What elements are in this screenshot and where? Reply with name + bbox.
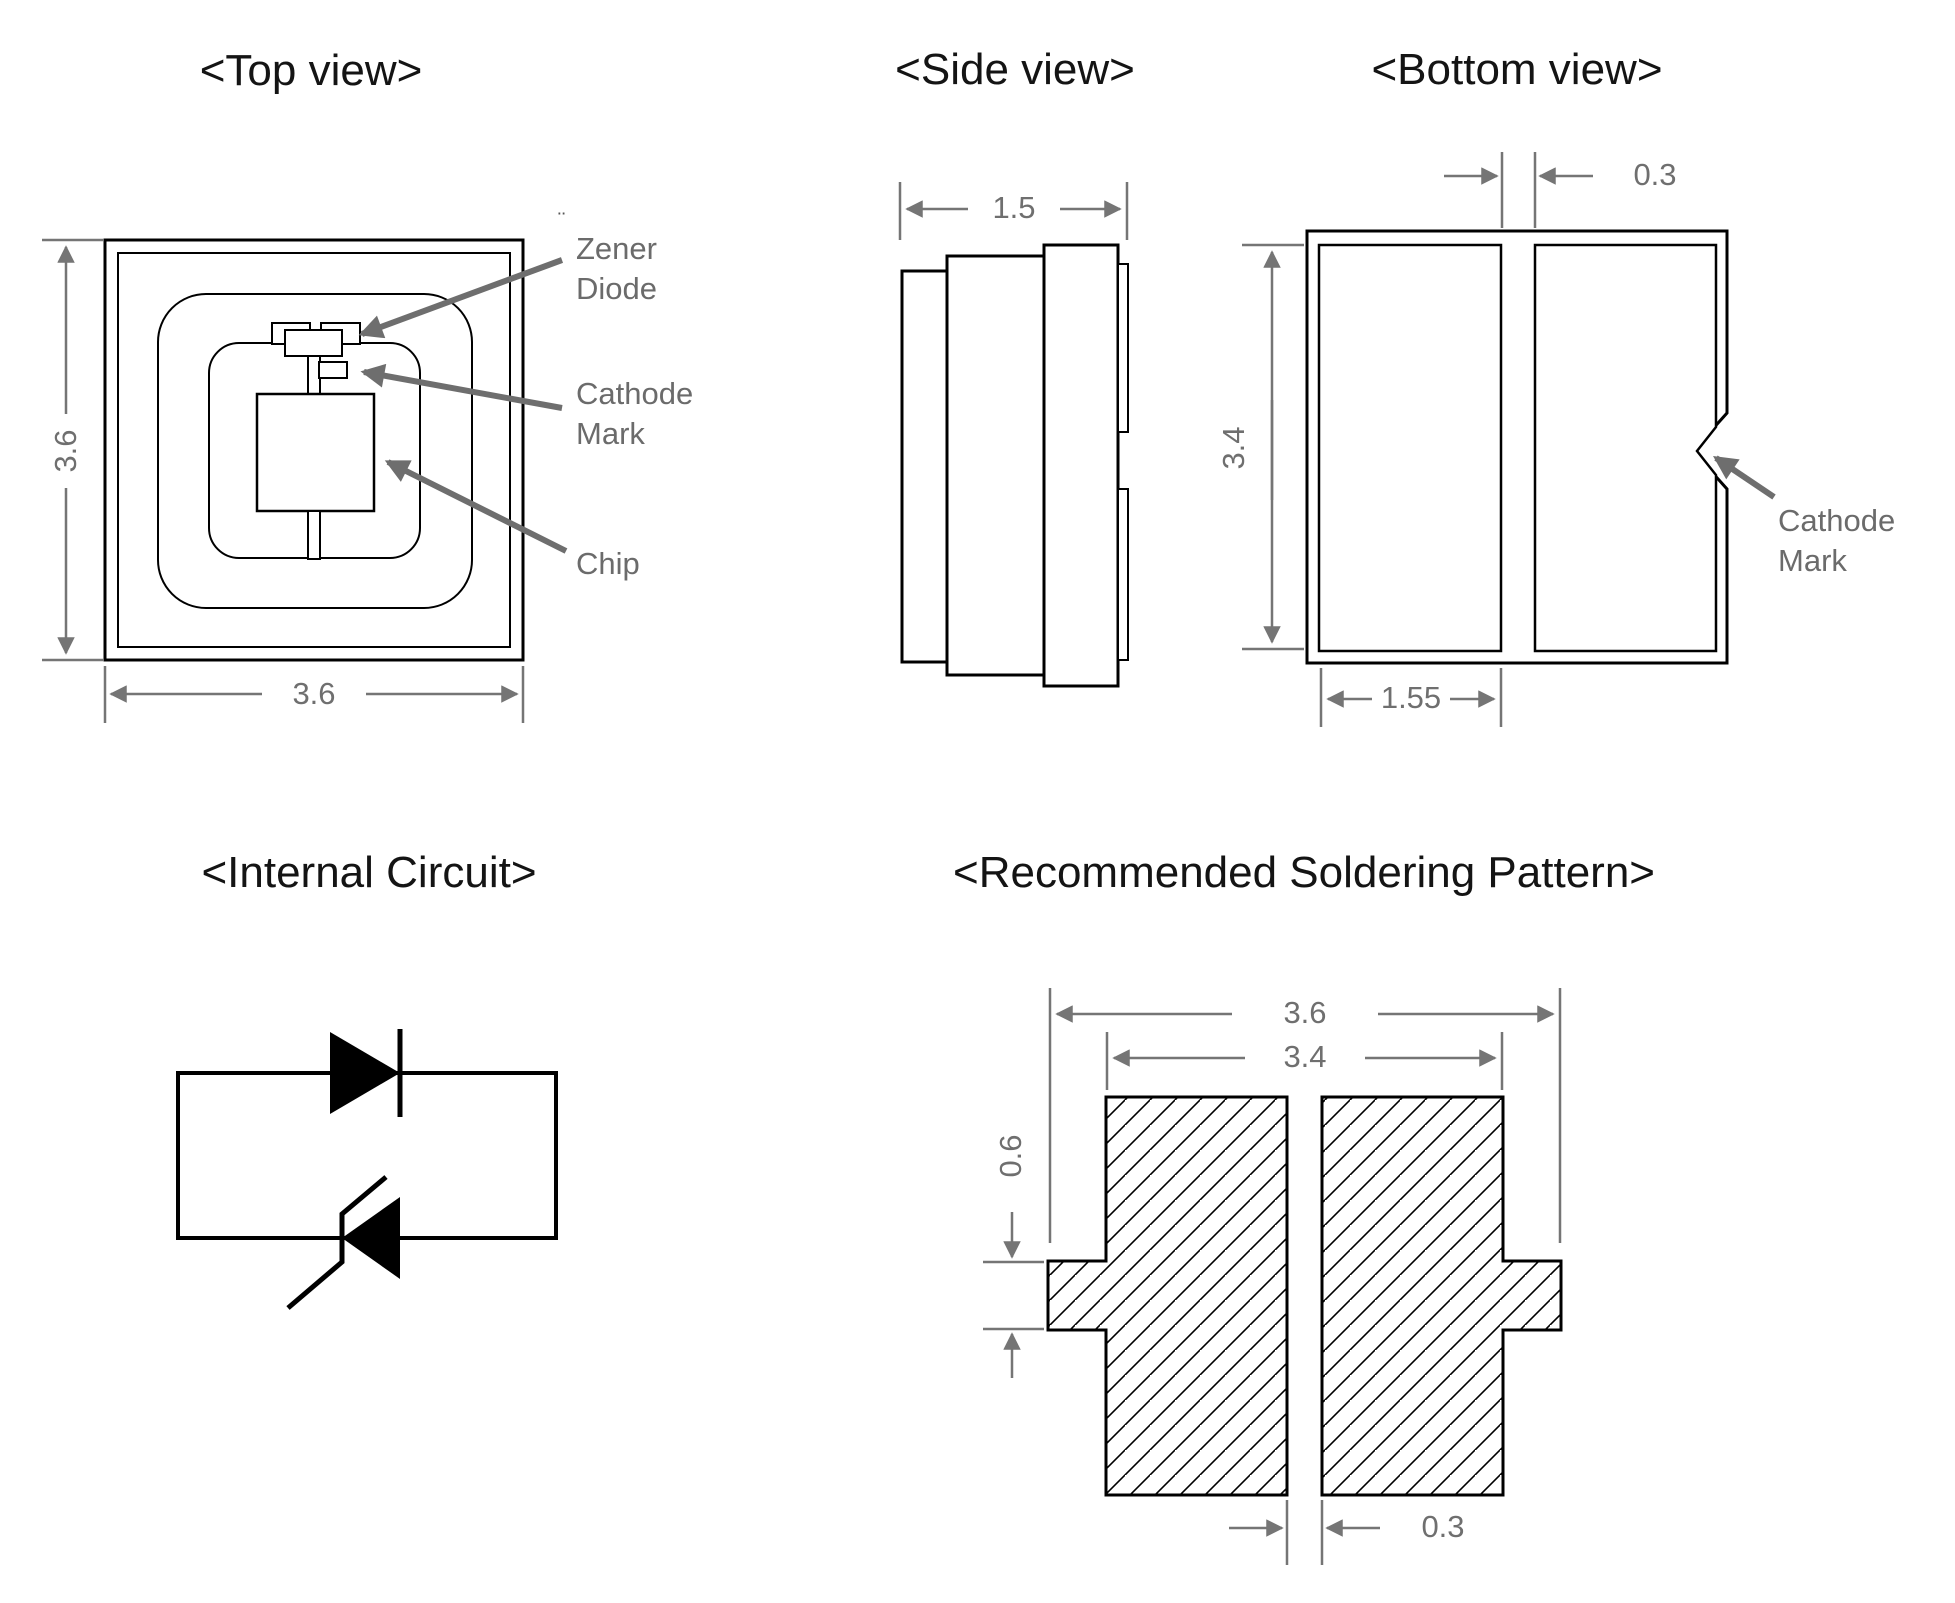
top-view-height-dim: 3.6 — [48, 429, 83, 473]
cathode-label-line2: Mark — [576, 416, 645, 451]
bottom-cathode-callout-arrow — [1713, 455, 1776, 500]
zener-label-line2: Diode — [576, 271, 657, 306]
bottom-view-drawing — [1242, 152, 1776, 727]
solder-pad-right — [1320, 1095, 1563, 1497]
bottom-view-gap-dim: 0.3 — [1633, 157, 1677, 192]
top-view-width-dim: 3.6 — [292, 676, 336, 711]
side-view-width-dim: 1.5 — [992, 190, 1036, 225]
bottom-view-height-dim: 3.4 — [1216, 426, 1251, 470]
chip-label: Chip — [576, 546, 640, 581]
zener-cathode-bar — [286, 1175, 388, 1310]
circuit-loop — [176, 1071, 558, 1240]
bottom-pad-left — [1317, 243, 1503, 653]
zener-callout-arrow — [358, 257, 564, 339]
soldering-pattern-drawing — [983, 988, 1563, 1565]
side-layer-mid — [945, 254, 1046, 677]
bottom-pad-right — [1533, 243, 1718, 653]
top-view-title: <Top view> — [199, 46, 423, 95]
side-pad-top — [1117, 263, 1129, 433]
solder-gap-dim: 0.3 — [1421, 1509, 1465, 1544]
solder-tab-height-dim: 0.6 — [993, 1134, 1028, 1178]
zener-label-line1: Zener — [576, 231, 657, 266]
cathode-callout-arrow — [360, 363, 563, 411]
chip-rect — [255, 392, 376, 513]
zener-diode-symbol — [342, 1197, 400, 1279]
side-view-drawing — [898, 182, 1129, 688]
zener-artifact-mark: ¨ — [558, 208, 566, 233]
solder-inner-width-dim: 3.4 — [1283, 1039, 1327, 1074]
side-pad-bottom — [1117, 488, 1129, 661]
bottom-cathode-label-line1: Cathode — [1778, 503, 1896, 538]
solder-pad-left — [1046, 1095, 1289, 1497]
side-layer-left — [900, 269, 949, 664]
internal-circuit-drawing — [176, 1029, 558, 1310]
stem-lower — [307, 510, 321, 560]
side-layer-right — [1042, 243, 1120, 688]
chip-callout-arrow — [384, 459, 568, 554]
solder-outer-width-dim: 3.6 — [1283, 995, 1327, 1030]
bottom-view-title: <Bottom view> — [1371, 45, 1663, 94]
side-view-title: <Side view> — [895, 45, 1135, 94]
cathode-mark-rect — [318, 361, 348, 379]
soldering-pattern-title: <Recommended Soldering Pattern> — [953, 848, 1655, 897]
zener-diode-rect — [284, 329, 343, 357]
led-diode-symbol — [330, 1032, 400, 1114]
bottom-view-pad-width-dim: 1.55 — [1380, 680, 1442, 715]
bottom-cathode-label-line2: Mark — [1778, 543, 1847, 578]
internal-circuit-title: <Internal Circuit> — [201, 848, 537, 897]
top-view-drawing — [42, 238, 568, 723]
cathode-label-line1: Cathode — [576, 376, 694, 411]
